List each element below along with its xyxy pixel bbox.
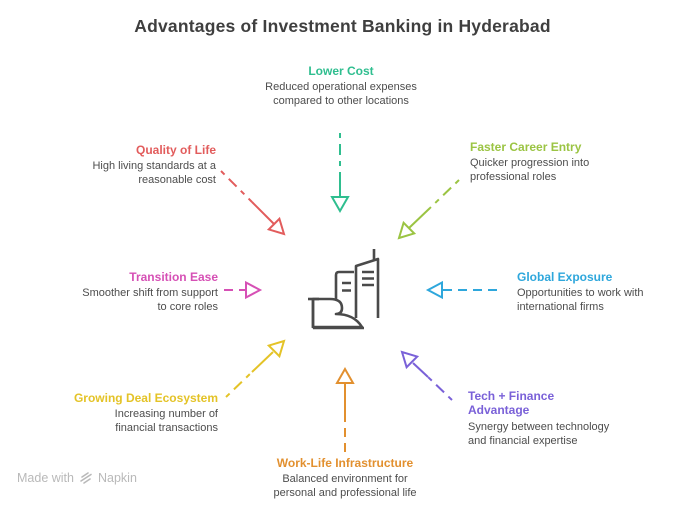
node-global-exposure: Global Exposure Opportunities to work wi… <box>517 270 667 315</box>
arrowhead <box>425 280 443 300</box>
node-label: Global Exposure <box>517 270 613 284</box>
arrowhead <box>266 339 286 359</box>
node-tech-finance-advantage: Tech + Finance Advantage Synergy between… <box>468 389 633 448</box>
node-label: Transition Ease <box>129 270 218 284</box>
node-label: Quality of Life <box>135 143 216 157</box>
arrow-work-life-infrastructure <box>335 366 355 452</box>
node-description: Increasing number of financial transacti… <box>114 408 218 435</box>
node-label: Faster Career Entry <box>470 140 582 154</box>
node-quality-of-life: Quality of Life High living standards at… <box>66 143 216 188</box>
watermark-brand: Napkin <box>97 471 137 485</box>
node-description: Synergy between technology and financial… <box>468 420 610 447</box>
node-work-life-infrastructure: Work-Life Infrastructure Balanced enviro… <box>250 456 440 501</box>
arrow-quality-of-life <box>220 170 286 236</box>
node-description: Reduced operational expenses compared to… <box>265 81 417 108</box>
node-transition-ease: Transition Ease Smoother shift from supp… <box>72 270 218 315</box>
arrowhead <box>397 220 417 240</box>
napkin-logo-icon <box>80 472 92 484</box>
page-title: Advantages of Investment Banking in Hyde… <box>134 16 551 36</box>
arrow-tech-finance-advantage <box>400 350 453 401</box>
node-description: Quicker progression into professional ro… <box>470 157 590 184</box>
node-description: High living standards at a reasonable co… <box>92 160 216 187</box>
node-description: Smoother shift from support to core role… <box>82 287 218 314</box>
arrowhead <box>400 350 420 370</box>
node-label: Tech + Finance Advantage <box>468 389 555 418</box>
arrow-growing-deal-ecosystem <box>225 339 286 398</box>
watermark-prefix: Made with <box>17 471 74 485</box>
node-lower-cost: Lower Cost Reduced operational expenses … <box>251 64 431 109</box>
node-faster-career-entry: Faster Career Entry Quicker progression … <box>470 140 625 185</box>
buildings-hand-icon <box>308 249 380 330</box>
arrowhead <box>266 216 286 236</box>
arrow-transition-ease <box>224 280 263 300</box>
arrow-faster-career-entry <box>397 179 460 240</box>
arrow-lower-cost <box>330 133 350 214</box>
node-label: Growing Deal Ecosystem <box>73 391 218 405</box>
node-label: Work-Life Infrastructure <box>276 456 414 470</box>
node-description: Opportunities to work with international… <box>517 287 644 314</box>
arrowhead <box>245 280 263 300</box>
arrowhead <box>335 366 355 384</box>
arrowhead <box>330 196 350 214</box>
node-description: Balanced environment for personal and pr… <box>273 473 417 500</box>
watermark: Made with Napkin <box>17 471 137 485</box>
node-growing-deal-ecosystem: Growing Deal Ecosystem Increasing number… <box>48 391 218 436</box>
arrow-global-exposure <box>425 280 497 300</box>
node-label: Lower Cost <box>308 64 374 78</box>
